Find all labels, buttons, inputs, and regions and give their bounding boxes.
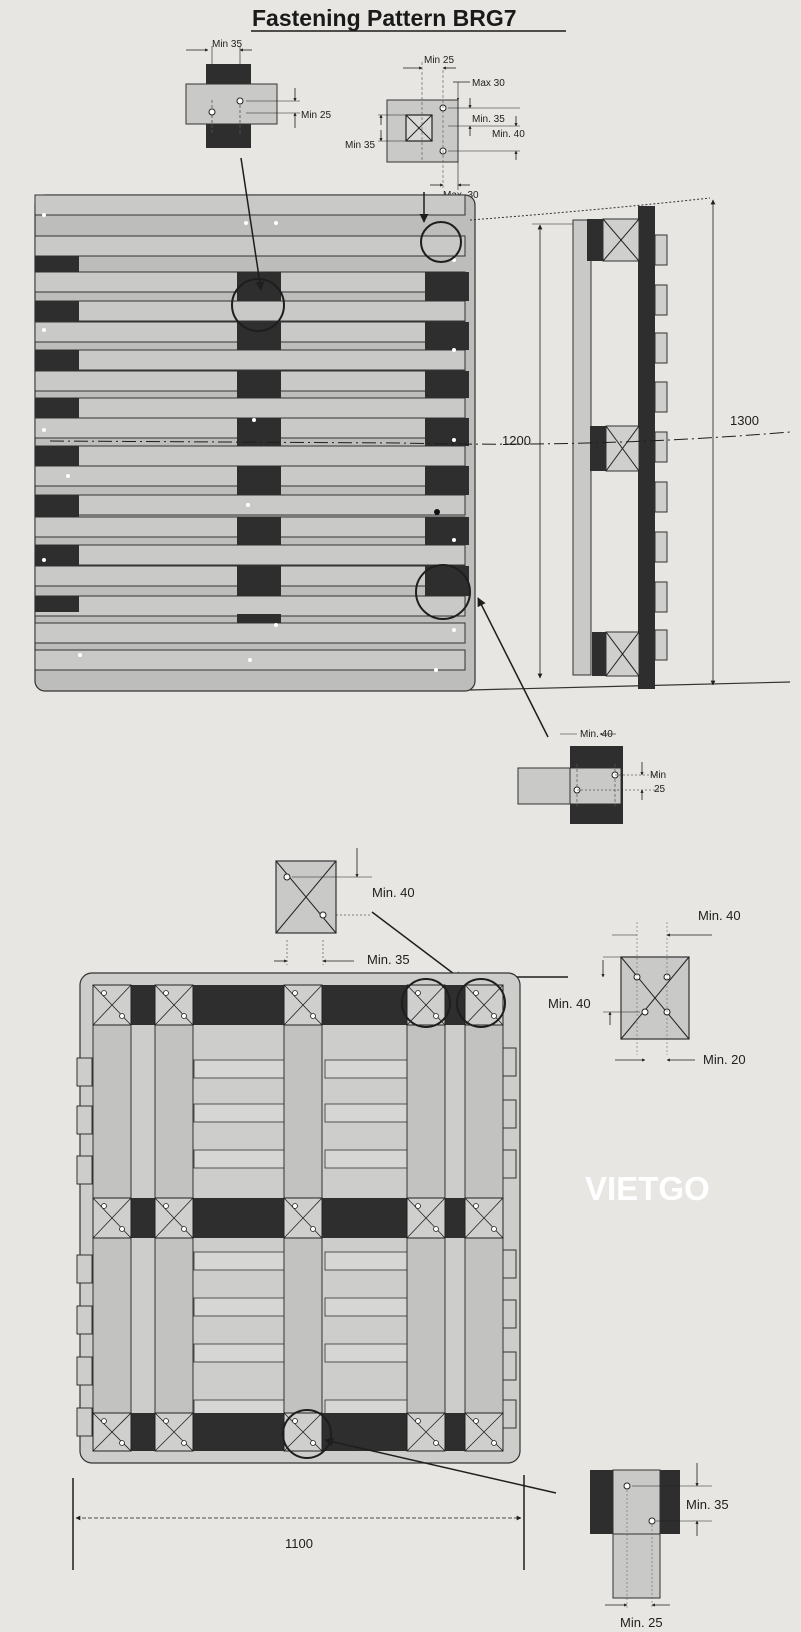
detail-b: Min 25 Max 30 Min. 35 Min. 40 Min 35 Max…: [345, 55, 525, 201]
detail-e-min40-left-label: Min. 40: [548, 996, 591, 1011]
detail-d-min40-label: Min. 40: [372, 885, 415, 900]
detail-a-min35-label: Min 35: [212, 39, 242, 50]
detail-b-min40-label: Min. 40: [492, 129, 525, 140]
detail-c-25-label: 25: [654, 784, 666, 795]
detail-c-min40-label: Min. 40: [580, 729, 613, 740]
bottom-view-pallet: [76, 972, 521, 1464]
detail-d: Min. 40 Min. 35: [274, 848, 463, 981]
blocks: [92, 984, 504, 1452]
detail-e: Min. 40 Min. 40 Min. 20: [489, 908, 746, 1067]
dim-1300-label: 1300: [730, 413, 759, 428]
dim-1100: 1100: [72, 1475, 525, 1570]
centre-line: [49, 431, 791, 445]
detail-e-min40-top-label: Min. 40: [698, 908, 741, 923]
detail-b-min25-label: Min 25: [424, 55, 454, 66]
side-view: 1200 1300: [469, 197, 791, 691]
detail-b-min35-right-label: Min. 35: [472, 114, 505, 125]
dim-1200-label: 1200: [502, 433, 531, 448]
title: Fastening Pattern BRG7: [252, 5, 517, 31]
top-view-pallet: [34, 194, 476, 692]
detail-a: Min 35 Min 25: [185, 39, 331, 148]
dim-1100-label: 1100: [285, 1536, 313, 1551]
detail-b-max30-top-label: Max 30: [472, 78, 505, 89]
watermark: VIETGO: [585, 1170, 710, 1207]
leader-detail-a: [240, 157, 265, 291]
detail-d-min35-label: Min. 35: [367, 952, 410, 967]
detail-c-min-label: Min: [650, 770, 666, 781]
detail-f: Min. 35 Min. 25: [324, 1437, 729, 1630]
detail-b-min35-left-label: Min 35: [345, 140, 375, 151]
detail-f-min25-label: Min. 25: [620, 1615, 663, 1630]
detail-c: Min. 40 Min 25: [477, 597, 666, 824]
detail-e-min20-label: Min. 20: [703, 1052, 746, 1067]
detail-f-min35-label: Min. 35: [686, 1497, 729, 1512]
detail-a-min25-label: Min 25: [301, 110, 331, 121]
